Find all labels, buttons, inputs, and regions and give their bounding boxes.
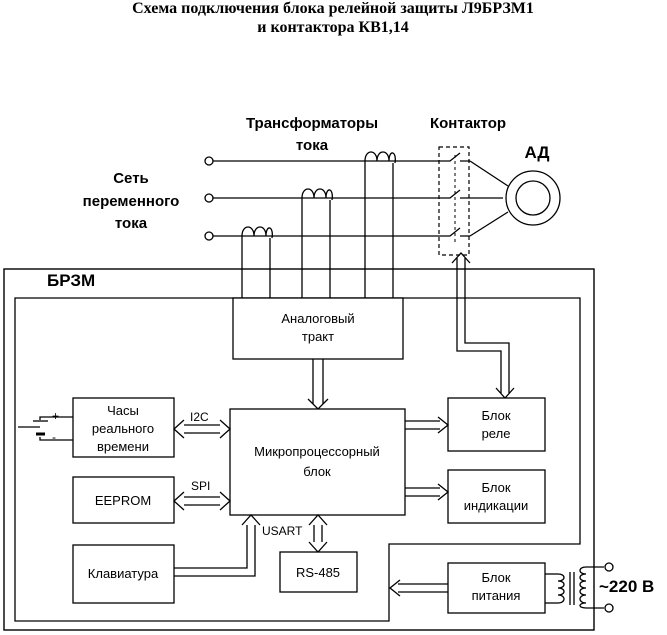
rs485-label: RS-485: [296, 565, 340, 580]
rs485-block: [279, 551, 358, 593]
power-label-2: питания: [472, 588, 521, 603]
power-output-arrow: [388, 579, 448, 597]
current-transformer-2: [301, 188, 333, 298]
clock-label-1: Часы: [107, 403, 139, 418]
network-label-1: Сеть: [113, 170, 149, 187]
analog-to-mcu-arrow: [307, 359, 329, 410]
power-label-1: Блок: [481, 570, 510, 585]
eeprom-block: [72, 476, 175, 524]
mcu-to-relay-arrow: [405, 416, 450, 434]
i2c-arrow: [173, 419, 231, 439]
analog-path-label-2: тракт: [302, 329, 334, 344]
network-terminals: [204, 156, 214, 241]
keyboard-label: Клавиатура: [88, 566, 159, 581]
contactor-label: Контактор: [430, 115, 506, 132]
contactor-frame: [438, 146, 470, 256]
transformers-label-2: тока: [296, 137, 329, 154]
title-line-2: и контактора КВ1,14: [257, 19, 409, 36]
indication-label-1: Блок: [481, 480, 510, 495]
keyboard-block: [72, 544, 175, 604]
contactor-control-arrow: [451, 252, 515, 399]
motor-label: АД: [524, 143, 549, 162]
motor-icon: [505, 170, 561, 226]
title-line-1: Схема подключения блока релейной защиты …: [132, 0, 534, 17]
brzm-label: БРЗМ: [47, 271, 95, 290]
transformers-label-1: Трансформаторы: [246, 115, 378, 132]
clock-block: [72, 397, 175, 458]
battery-minus: -: [52, 430, 56, 444]
spi-arrow: [173, 491, 231, 511]
clock-label-3: времени: [97, 439, 149, 454]
brzm-inner-frame: [14, 297, 581, 622]
mcu-to-indication-arrow: [405, 483, 450, 501]
keyboard-to-mcu-arrow: [174, 514, 261, 577]
indication-label-2: индикации: [464, 498, 528, 513]
usart-arrow: [308, 514, 328, 553]
contactor-switches: [440, 152, 470, 245]
microprocessor-label-2: блок: [303, 464, 331, 479]
phase-lines: [213, 160, 440, 237]
supply-voltage-label: ~220 В: [599, 577, 654, 596]
network-label-3: тока: [115, 215, 148, 232]
relay-label-1: Блок: [481, 408, 510, 423]
relay-block: [447, 397, 546, 452]
battery-plus: +: [52, 409, 59, 423]
current-transformer-3: [364, 151, 396, 298]
usart-label: USART: [262, 524, 303, 538]
brzm-outer-frame: [3, 268, 595, 631]
i2c-label: I2C: [190, 410, 209, 424]
microprocessor-block: [229, 408, 406, 516]
microprocessor-label-1: Микропроцессорный: [254, 444, 380, 459]
battery-icon: [18, 416, 73, 441]
motor-feed-lines: [469, 160, 509, 237]
eeprom-label: EEPROM: [95, 493, 151, 508]
network-label-2: переменного: [83, 193, 180, 210]
clock-label-2: реального: [92, 421, 154, 436]
analog-path-label-1: Аналоговый: [281, 311, 354, 326]
indication-block: [447, 469, 546, 524]
power-block: [447, 562, 546, 614]
spi-label: SPI: [191, 479, 210, 493]
supply-transformer-icon: [545, 562, 614, 613]
current-transformer-1: [241, 226, 273, 298]
analog-path-block: [232, 297, 404, 360]
relay-label-2: реле: [482, 426, 511, 441]
